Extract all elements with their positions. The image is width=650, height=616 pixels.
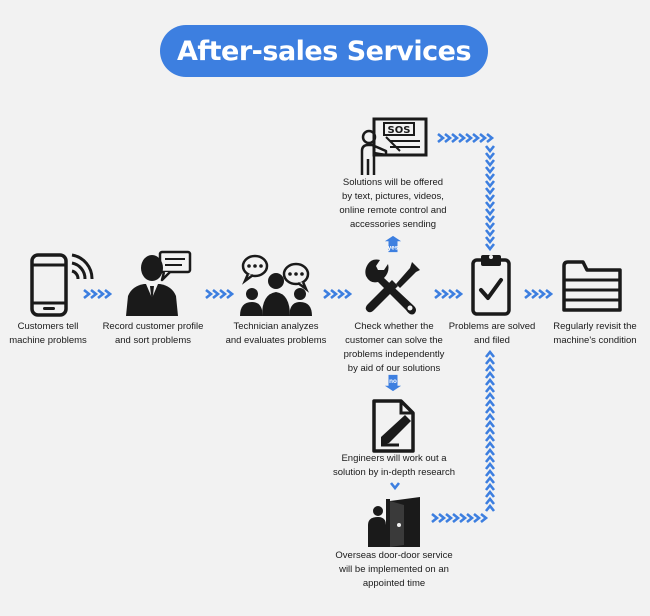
step-customers-tell: Customers tell machine problems: [9, 321, 87, 346]
flow-arrow-engineers-down: [389, 482, 401, 491]
title-banner: After-sales Services: [160, 25, 488, 77]
flow-arrow-solutions-down: [484, 145, 496, 252]
step-overseas: Overseas door-door service will be imple…: [335, 550, 453, 589]
page-title: After-sales Services: [176, 35, 472, 67]
step-record-profile: Record customer profile and sort problem…: [102, 321, 204, 346]
flow-arrow-2: [205, 288, 234, 300]
step-technician: Technician analyzes and evaluates proble…: [225, 321, 327, 346]
flow-arrow-overseas-right: [431, 512, 489, 524]
step-check: Check whether the customer can solve the…: [343, 321, 445, 374]
smartphone-signal-icon: [30, 253, 94, 317]
team-discussion-icon: [240, 254, 312, 316]
yes-badge: yes: [384, 235, 402, 253]
document-edit-icon: [372, 399, 415, 453]
step-solutions: Solutions will be offered by text, pictu…: [339, 177, 447, 230]
flow-arrow-overseas-up: [484, 350, 496, 512]
wrench-screwdriver-icon: [365, 259, 420, 315]
step-solved: Problems are solved and filed: [448, 321, 536, 346]
flow-arrow-5: [524, 288, 553, 300]
flow-arrow-solutions-right: [437, 132, 495, 144]
clipboard-check-icon: [471, 255, 511, 316]
yes-label: yes: [388, 244, 399, 251]
flow-arrow-1: [83, 288, 112, 300]
sos-presentation-icon: SOS: [360, 117, 428, 175]
flow-arrow-3: [323, 288, 352, 300]
step-revisit: Regularly revisit the machine's conditio…: [553, 321, 637, 346]
flow-arrow-4: [434, 288, 463, 300]
businessman-chat-icon: [126, 250, 192, 316]
step-engineers: Engineers will work out a solution by in…: [333, 453, 455, 478]
door-person-icon: [368, 497, 420, 547]
sos-sign-text: SOS: [388, 125, 411, 136]
folder-icon: [562, 260, 622, 312]
no-badge: no: [384, 374, 402, 392]
no-label: no: [389, 378, 397, 385]
